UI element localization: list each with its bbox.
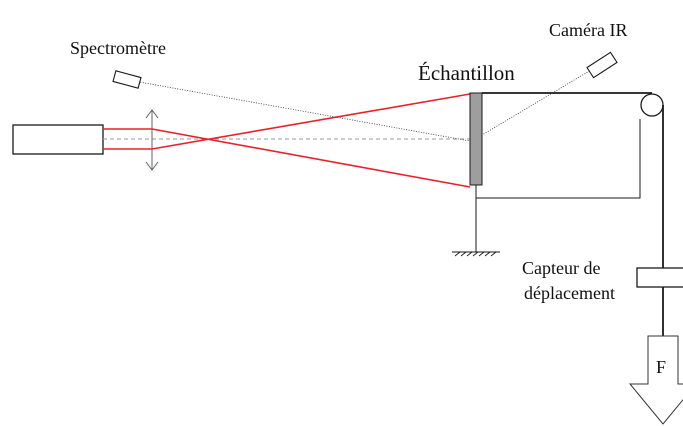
displacement-sensor <box>636 267 683 288</box>
sample-label: Échantillon <box>418 61 515 85</box>
spectrometer-label: Spectromètre <box>70 38 166 58</box>
support-frame <box>475 92 652 252</box>
sensor-label-line1: Capteur de <box>522 258 600 278</box>
ground-symbol <box>452 251 500 257</box>
force-label: F <box>656 357 666 377</box>
laser-source <box>12 124 104 155</box>
ir-camera <box>586 51 618 79</box>
spectrometer-sight-line <box>127 79 471 142</box>
sensor-label-line2: déplacement <box>524 283 615 303</box>
sample <box>469 92 483 186</box>
force-arrow <box>628 335 683 425</box>
lens <box>145 109 159 171</box>
ir-camera-sight-line <box>471 66 597 142</box>
laser-beams <box>103 93 471 188</box>
ir-camera-label: Caméra IR <box>549 20 627 40</box>
spectrometer-detector <box>112 70 142 89</box>
pulley <box>640 93 664 117</box>
